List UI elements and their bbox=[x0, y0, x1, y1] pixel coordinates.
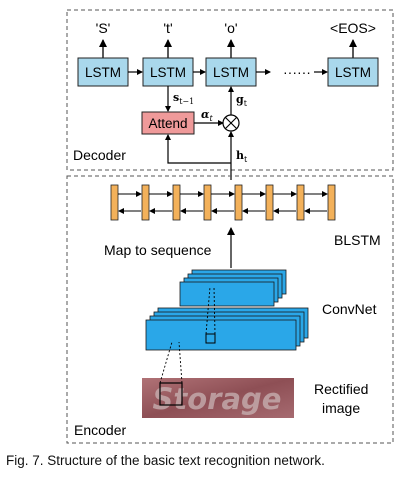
svg-text:LSTM: LSTM bbox=[213, 65, 249, 80]
blstm-unit bbox=[234, 184, 243, 221]
rectified-label: Rectified image bbox=[314, 381, 372, 416]
image-receptive-box bbox=[159, 382, 183, 406]
blstm-label: BLSTM bbox=[334, 232, 381, 248]
blstm-unit bbox=[110, 184, 119, 221]
image-word: Storage bbox=[153, 382, 282, 416]
lstm-cell: LSTM bbox=[77, 57, 129, 87]
encoder-panel bbox=[66, 175, 394, 444]
alpha-label: αt bbox=[201, 108, 213, 123]
hidden-label: ht bbox=[236, 149, 248, 164]
convnet-label: ConvNet bbox=[322, 301, 377, 317]
output-token: <EOS> bbox=[330, 20, 376, 36]
output-token: 'S' bbox=[96, 20, 111, 36]
svg-text:LSTM: LSTM bbox=[150, 65, 186, 80]
decoder-panel bbox=[66, 9, 394, 171]
blstm-unit bbox=[203, 184, 212, 221]
rectified-image: Storage bbox=[142, 378, 294, 418]
figure-caption: Fig. 7. Structure of the basic text reco… bbox=[6, 453, 325, 468]
network-diagram: 'S' 't' 'o' <EOS> LSTM LSTM LSTM LSTM ··… bbox=[66, 9, 394, 444]
output-token: 'o' bbox=[224, 20, 237, 36]
blstm-unit bbox=[265, 184, 274, 221]
output-token: 't' bbox=[163, 20, 172, 36]
receptive-field-line bbox=[178, 341, 183, 384]
blstm-layer bbox=[110, 184, 336, 221]
convnet-bottom-block bbox=[145, 307, 309, 351]
blstm-unit bbox=[296, 184, 305, 221]
attend-module: Attend bbox=[141, 111, 195, 135]
state-label: st−1 bbox=[173, 91, 194, 106]
blstm-unit bbox=[327, 184, 336, 221]
receptive-field-line bbox=[159, 341, 173, 384]
map-label: Map to sequence bbox=[104, 242, 212, 258]
blstm-unit bbox=[172, 184, 181, 221]
lstm-cell: LSTM bbox=[142, 57, 194, 87]
svg-text:LSTM: LSTM bbox=[85, 65, 121, 80]
multiply-cross bbox=[225, 117, 237, 129]
svg-text:Attend: Attend bbox=[148, 116, 187, 131]
glimpse-label: gt bbox=[236, 93, 248, 108]
ellipsis: ······ bbox=[283, 64, 311, 80]
convnet-top-block bbox=[179, 269, 287, 307]
encoder-label: Encoder bbox=[74, 422, 126, 438]
decoder-label: Decoder bbox=[73, 147, 126, 163]
lstm-cell: LSTM bbox=[205, 57, 257, 87]
blstm-unit bbox=[141, 184, 150, 221]
svg-text:LSTM: LSTM bbox=[335, 65, 371, 80]
lstm-cell: LSTM bbox=[327, 57, 379, 87]
hidden-to-attend bbox=[165, 134, 231, 164]
receptive-field-box bbox=[205, 333, 216, 344]
